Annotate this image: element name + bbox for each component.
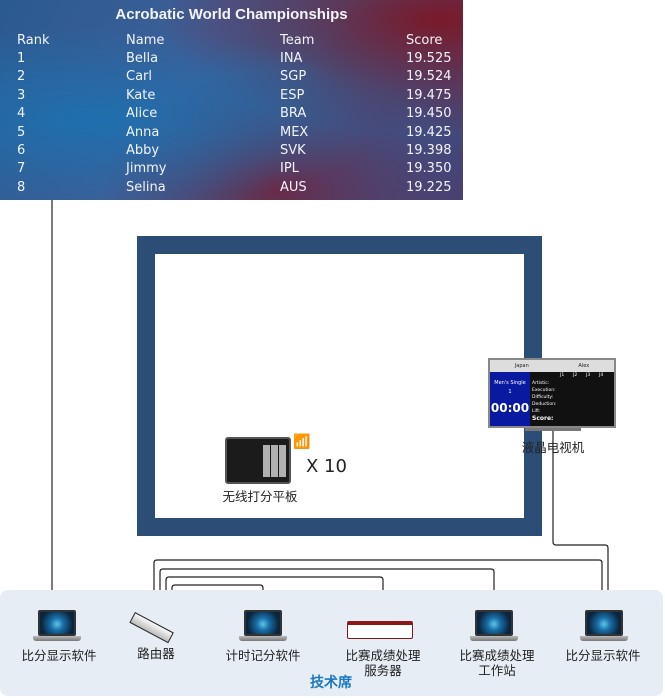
cell-rank: 4	[17, 106, 26, 122]
device-label: 路由器	[137, 646, 175, 661]
cell-score: 19.475	[406, 87, 452, 103]
header-score: Score	[406, 33, 443, 48]
cell-team: AUS	[280, 179, 307, 195]
cell-score: 19.350	[406, 161, 452, 177]
cell-score: 19.450	[406, 106, 452, 122]
tv-judge: J3	[586, 373, 591, 378]
device-label: 比分显示软件	[565, 648, 641, 663]
cell-name: Bella	[126, 51, 159, 66]
tv-field: Execution:	[532, 388, 556, 393]
tv-team: Japan	[514, 363, 529, 369]
tv-judge: J4	[599, 373, 604, 378]
scoreboard-row: 8 Selina AUS 19.225	[0, 180, 463, 198]
cell-rank: 3	[17, 87, 26, 103]
cell-score: 19.398	[406, 143, 452, 158]
cell-rank: 8	[17, 179, 26, 195]
cell-name: Kate	[126, 87, 156, 103]
scoreboard-row: 1 Bella INA 19.525	[0, 51, 463, 69]
cell-name: Selina	[126, 179, 166, 195]
device-label: 比赛成绩处理 服务器	[345, 648, 421, 678]
scoreboard-row: 3 Kate ESP 19.475	[0, 88, 463, 106]
cell-score: 19.425	[406, 124, 452, 140]
tv-number: 1	[508, 389, 512, 395]
laptop-icon	[470, 610, 518, 642]
tv-judge: J2	[573, 373, 578, 378]
cell-team: INA	[280, 51, 303, 66]
laptop-icon	[33, 610, 81, 642]
scoreboard-row: 4 Alice BRA 19.450	[0, 106, 463, 124]
cell-name: Anna	[126, 124, 160, 140]
laptop-icon	[239, 610, 287, 642]
technical-area	[0, 590, 663, 696]
tv-score-label: Score:	[532, 415, 554, 422]
scoreboard-row: 7 Jimmy IPL 19.350	[0, 161, 463, 179]
cell-score: 19.525	[406, 51, 452, 66]
server-icon	[347, 621, 413, 639]
tv-judge: J1	[560, 373, 565, 378]
cell-score: 19.225	[406, 179, 452, 195]
tv-timer: 00:00	[490, 401, 530, 415]
tv-event: Men's Single	[494, 380, 526, 386]
cell-team: ESP	[280, 87, 305, 103]
cell-name: Abby	[126, 143, 160, 158]
cell-name: Carl	[126, 69, 152, 85]
tv-label: 液晶电视机	[521, 440, 585, 455]
cell-team: SVK	[280, 143, 306, 158]
scoreboard-header: Rank Name Team Score	[0, 33, 463, 51]
cell-team: IPL	[280, 161, 299, 177]
cell-rank: 2	[17, 69, 26, 85]
cell-rank: 6	[17, 143, 26, 158]
cell-team: BRA	[280, 106, 307, 122]
header-rank: Rank	[17, 33, 50, 48]
cell-team: SGP	[280, 69, 307, 85]
cell-team: MEX	[280, 124, 309, 140]
tv-field: Artistic:	[532, 381, 550, 386]
tablet-label: 无线打分平板	[222, 489, 298, 504]
scoreboard-row: 2 Carl SGP 19.524	[0, 69, 463, 87]
tablet-count: X 10	[306, 456, 347, 477]
header-team: Team	[280, 33, 315, 48]
tv-field: Difficulty:	[532, 395, 554, 400]
device-label: 比分显示软件	[21, 648, 97, 663]
scoreboard-row: 5 Anna MEX 19.425	[0, 125, 463, 143]
device-label: 计时记分软件	[225, 648, 301, 663]
cell-rank: 7	[17, 161, 26, 177]
laptop-icon	[580, 610, 628, 642]
wifi-icon: 📶	[293, 434, 311, 450]
cell-name: Jimmy	[126, 161, 167, 177]
tablet-icon	[225, 437, 291, 484]
competition-floor	[137, 236, 542, 536]
cell-rank: 1	[17, 51, 26, 66]
scoreboard-display: Acrobatic World Championships Rank Name …	[0, 0, 463, 200]
scoreboard-title: Acrobatic World Championships	[115, 6, 348, 23]
cell-rank: 5	[17, 124, 26, 140]
tv-athlete: Alex	[578, 363, 590, 369]
scoreboard-row: 6 Abby SVK 19.398	[0, 143, 463, 161]
cell-score: 19.524	[406, 69, 452, 85]
technical-area-title: 技术席	[310, 675, 352, 691]
tv-field: Lift:	[532, 409, 541, 414]
tv-field: Deduction:	[532, 402, 557, 407]
device-label: 比赛成绩处理 工作站	[459, 648, 535, 678]
header-name: Name	[126, 33, 165, 48]
cell-name: Alice	[126, 106, 158, 122]
